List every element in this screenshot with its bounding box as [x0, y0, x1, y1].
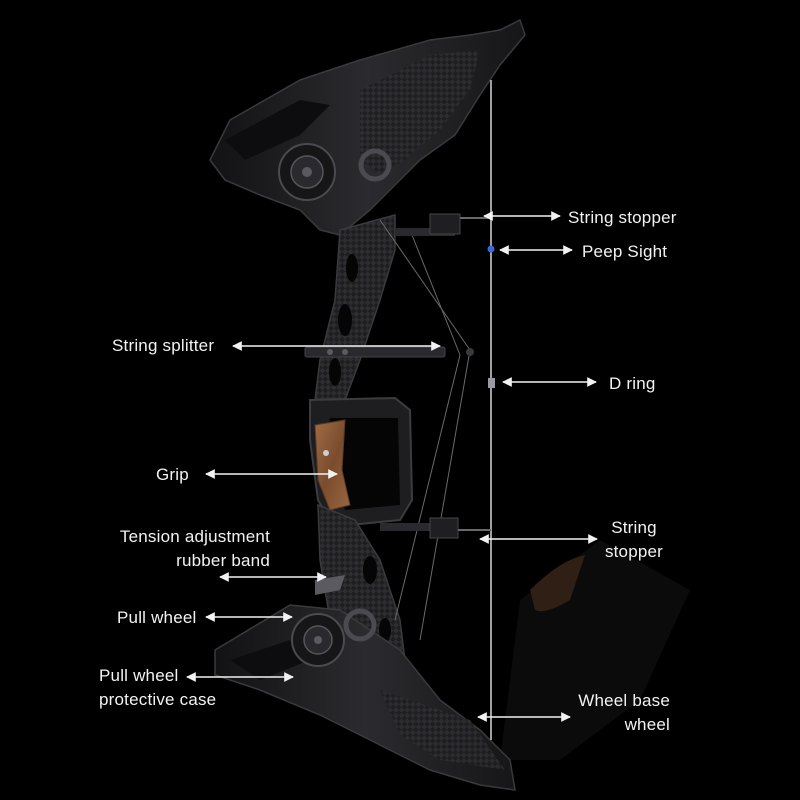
grip-wood	[314, 419, 351, 511]
label-string-splitter: String splitter	[112, 336, 215, 355]
string-stopper-bottom-rod	[380, 517, 491, 539]
string-splitter-rod	[304, 346, 474, 358]
callout-arrows	[186, 211, 598, 722]
label-string-stopper-bottom: String stopper	[596, 516, 672, 564]
label-wheel-base-line2: wheel	[624, 715, 670, 734]
label-pull-wheel-case-line2: protective case	[99, 690, 217, 709]
label-pull-wheel-case-line1: Pull wheel	[99, 666, 179, 685]
label-tension-band-line2: rubber band	[176, 551, 270, 570]
bowstring	[379, 80, 492, 740]
label-pull-wheel-case: Pull wheel protective case	[99, 664, 216, 712]
label-grip: Grip	[156, 465, 189, 484]
label-peep-sight: Peep Sight	[582, 242, 668, 261]
label-string-stopper-bottom-line1: String	[611, 518, 657, 537]
d-ring-marker	[488, 378, 495, 388]
label-wheel-base-line1: Wheel base	[578, 691, 670, 710]
label-tension-band-line1: Tension adjustment	[119, 527, 270, 546]
label-tension-band: Tension adjustment rubber band	[100, 525, 270, 573]
upper-limb	[209, 18, 526, 236]
lower-limb	[214, 604, 516, 791]
string-stopper-top-rod	[395, 213, 491, 236]
label-wheel-base: Wheel base wheel	[570, 689, 670, 737]
label-string-stopper-top: String stopper	[568, 208, 677, 227]
peep-sight-dot	[487, 245, 495, 253]
bow-reflection	[500, 540, 690, 760]
label-d-ring: D ring	[609, 374, 656, 393]
top-cam-wheel	[278, 143, 392, 201]
label-string-stopper-bottom-line2: stopper	[604, 542, 664, 561]
label-pull-wheel: Pull wheel	[117, 608, 197, 627]
bottom-cam-wheel	[291, 575, 377, 667]
